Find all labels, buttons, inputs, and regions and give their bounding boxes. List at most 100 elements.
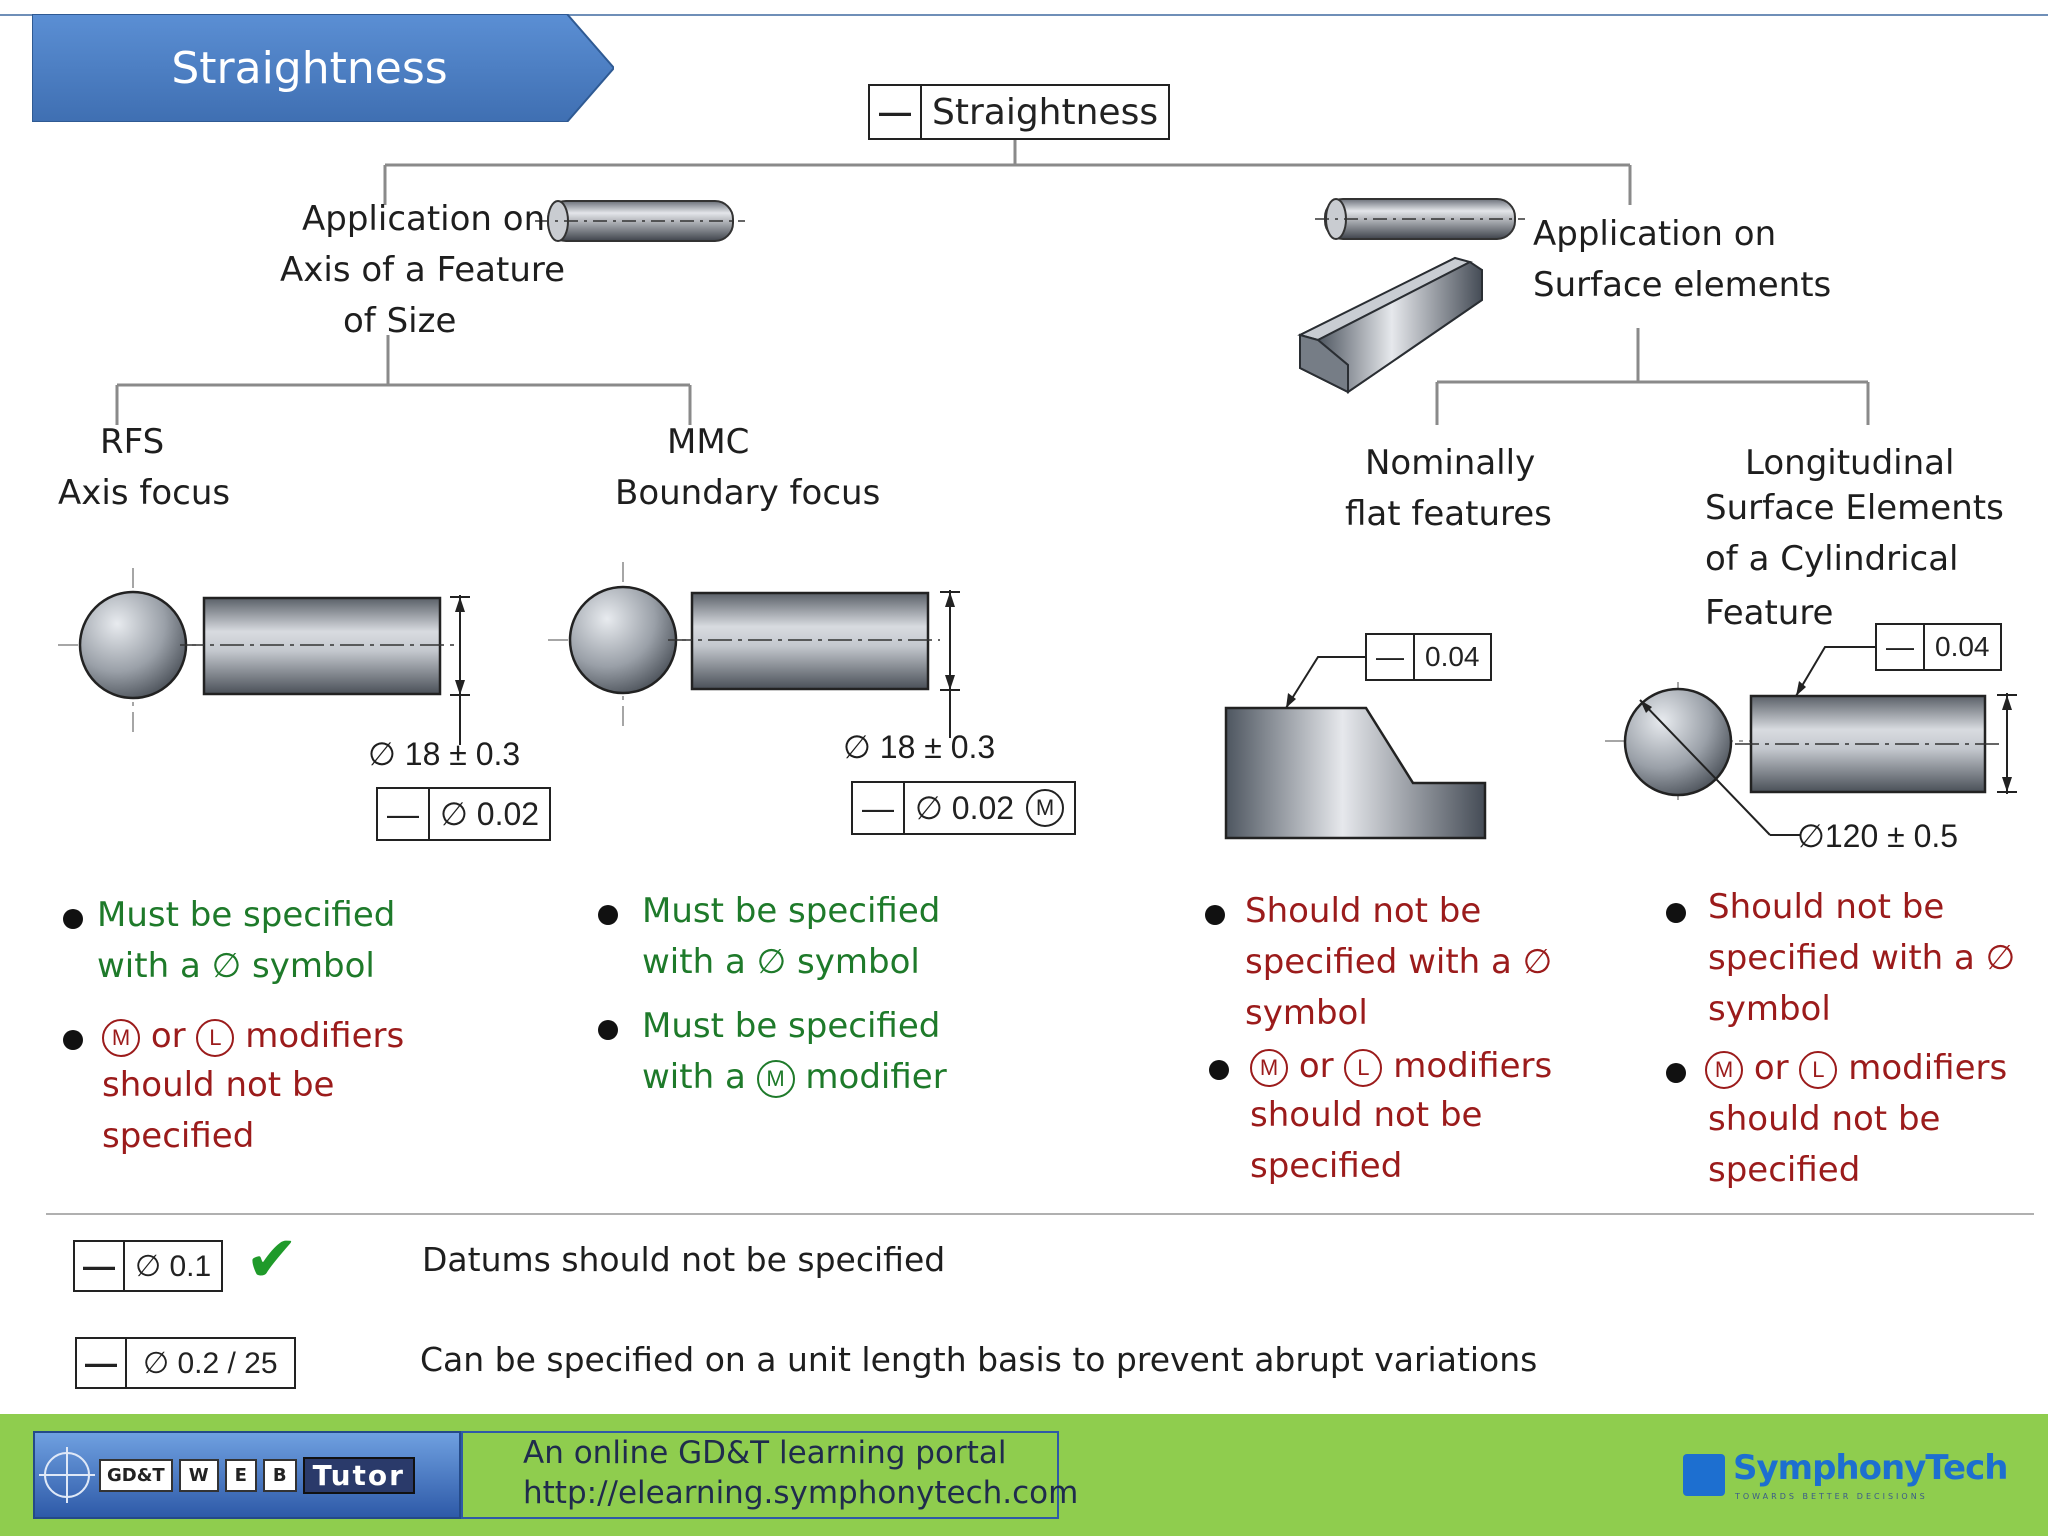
axis-branch-line3: of Size	[343, 301, 457, 341]
symphonytech-brand: SymphonyTech	[1733, 1448, 2008, 1488]
check-icon: ✔	[245, 1223, 299, 1297]
rfs-fcf-tolerance: ∅ 0.02	[428, 789, 549, 839]
long-fcf-tolerance: 0.04	[1923, 625, 2000, 669]
mmc-modifier-icon: M	[102, 1018, 140, 1057]
flat-fcf-tolerance: 0.04	[1413, 635, 1490, 679]
rfs-note-2-line2: should not be	[102, 1065, 335, 1105]
flat-note-2-line2: should not be	[1250, 1095, 1483, 1135]
mmc-bullet-1	[598, 905, 618, 925]
mmc-modifier-icon: M	[1250, 1048, 1288, 1087]
top-rule	[0, 14, 2048, 16]
rfs-note-1-line1: Must be specified	[97, 895, 396, 935]
mmc-modifier-icon: M	[1026, 789, 1065, 827]
flat-bullet-2	[1209, 1060, 1229, 1080]
long-label-line3: of a Cylindrical	[1705, 539, 1959, 579]
logo-w: W	[178, 1458, 219, 1492]
logo-b: B	[262, 1458, 297, 1492]
datum-example-tolerance: ∅ 0.1	[123, 1242, 221, 1290]
mmc-note-2-line2: with a M modifier	[642, 1057, 947, 1098]
flat-fcf: — 0.04	[1365, 633, 1492, 681]
datums-note: Datums should not be specified	[422, 1240, 946, 1279]
axis-branch-line1: Application on	[302, 199, 546, 239]
mmc-size-dimension: ∅ 18 ± 0.3	[843, 729, 996, 765]
long-note-2-line2: should not be	[1708, 1099, 1941, 1139]
diagram-drawing	[46, 137, 2034, 1215]
rfs-size-dimension: ∅ 18 ± 0.3	[368, 736, 521, 772]
symphonytech-logo[interactable]: SymphonyTech TOWARDS BETTER DECISIONS	[1683, 1448, 2008, 1508]
rfs-bullet-1	[63, 909, 83, 929]
long-note-1-line3: symbol	[1708, 989, 1831, 1029]
long-label-line2: Surface Elements	[1705, 488, 2004, 528]
root-fcf-label: Straightness	[920, 86, 1168, 138]
logo-e: E	[224, 1458, 257, 1492]
root-fcf: — Straightness	[868, 84, 1171, 140]
flat-fcf-symbol: —	[1376, 641, 1404, 672]
long-label-line4: Feature	[1705, 593, 1834, 633]
diameter-icon: ∅	[1522, 942, 1553, 982]
flat-label-line2: flat features	[1345, 494, 1552, 534]
mmc-sublabel: Boundary focus	[615, 473, 881, 513]
long-label-line1: Longitudinal	[1745, 443, 1955, 483]
lmc-modifier-icon: L	[1799, 1050, 1838, 1089]
rfs-label: RFS	[100, 422, 165, 462]
rfs-bullet-2	[63, 1030, 83, 1050]
logo-gdt: GD&T	[99, 1458, 173, 1492]
datum-example-symbol: —	[83, 1247, 115, 1284]
datum-example-fcf: — ∅ 0.1	[73, 1240, 224, 1292]
mmc-modifier-icon: M	[1705, 1050, 1743, 1089]
rfs-note-2-line1: M or L modifiers	[102, 1016, 404, 1057]
axis-branch-line2: Axis of a Feature	[280, 250, 566, 290]
unit-length-note: Can be specified on a unit length basis …	[420, 1340, 1538, 1379]
flat-note-2-line1: M or L modifiers	[1250, 1046, 1552, 1087]
long-bullet-2	[1666, 1063, 1686, 1083]
lmc-modifier-icon: L	[196, 1018, 235, 1057]
straightness-symbol: —	[879, 93, 911, 130]
long-bullet-1	[1666, 903, 1686, 923]
surface-branch-line1: Application on	[1533, 214, 1777, 254]
diameter-icon: ∅	[756, 942, 787, 982]
mmc-fcf-symbol: —	[862, 789, 894, 826]
symphonytech-mark-icon	[1683, 1454, 1725, 1496]
unit-length-symbol: —	[85, 1344, 117, 1381]
gdt-web-tutor-logo[interactable]: GD&T W E B Tutor	[33, 1431, 461, 1519]
logo-tutor: Tutor	[302, 1456, 415, 1494]
flat-label-line1: Nominally	[1365, 443, 1536, 483]
diameter-icon: ∅	[211, 946, 242, 986]
long-note-2-line3: specified	[1708, 1150, 1861, 1190]
long-fcf: — 0.04	[1875, 623, 2002, 671]
surface-branch-line2: Surface elements	[1533, 265, 1832, 305]
mmc-note-1-line1: Must be specified	[642, 891, 941, 931]
flat-bullet-1	[1205, 905, 1225, 925]
rfs-fcf-symbol: —	[387, 795, 419, 832]
rfs-note-1-line2: with a ∅ symbol	[97, 946, 375, 986]
long-size-dimension: ∅120 ± 0.5	[1797, 818, 1959, 854]
page-title: Straightness	[171, 42, 448, 94]
portal-tagline: An online GD&T learning portal	[523, 1435, 1007, 1471]
flat-note-1-line2: specified with a ∅	[1245, 942, 1553, 982]
mmc-fcf-value: ∅ 0.02	[915, 790, 1015, 826]
flat-note-1-line3: symbol	[1245, 993, 1368, 1033]
mmc-modifier-icon: M	[756, 1059, 795, 1098]
rfs-sublabel: Axis focus	[58, 473, 231, 513]
long-note-1-line2: specified with a ∅	[1708, 938, 2016, 978]
lmc-modifier-icon: L	[1344, 1048, 1383, 1087]
rfs-note-2-line3: specified	[102, 1116, 255, 1156]
mmc-note-2-line1: Must be specified	[642, 1006, 941, 1046]
mmc-note-1-line2: with a ∅ symbol	[642, 942, 920, 982]
flat-note-1-line1: Should not be	[1245, 891, 1482, 931]
unit-length-fcf: — ∅ 0.2 / 25	[75, 1337, 296, 1389]
mmc-fcf: — ∅ 0.02 M	[851, 781, 1077, 835]
title-banner	[32, 14, 614, 122]
long-note-1-line1: Should not be	[1708, 887, 1945, 927]
unit-length-tolerance: ∅ 0.2 / 25	[125, 1339, 294, 1387]
mmc-fcf-tolerance: ∅ 0.02 M	[903, 783, 1074, 833]
mmc-label: MMC	[667, 422, 750, 462]
rfs-fcf: — ∅ 0.02	[376, 787, 552, 841]
long-note-2-line1: M or L modifiers	[1705, 1048, 2007, 1089]
portal-box: An online GD&T learning portal http://el…	[461, 1431, 1079, 1519]
long-fcf-symbol: —	[1886, 631, 1914, 662]
mmc-bullet-2	[598, 1020, 618, 1040]
diameter-icon: ∅	[1985, 938, 2016, 978]
flat-note-2-line3: specified	[1250, 1146, 1403, 1186]
portal-url[interactable]: http://elearning.symphonytech.com	[523, 1475, 1079, 1511]
